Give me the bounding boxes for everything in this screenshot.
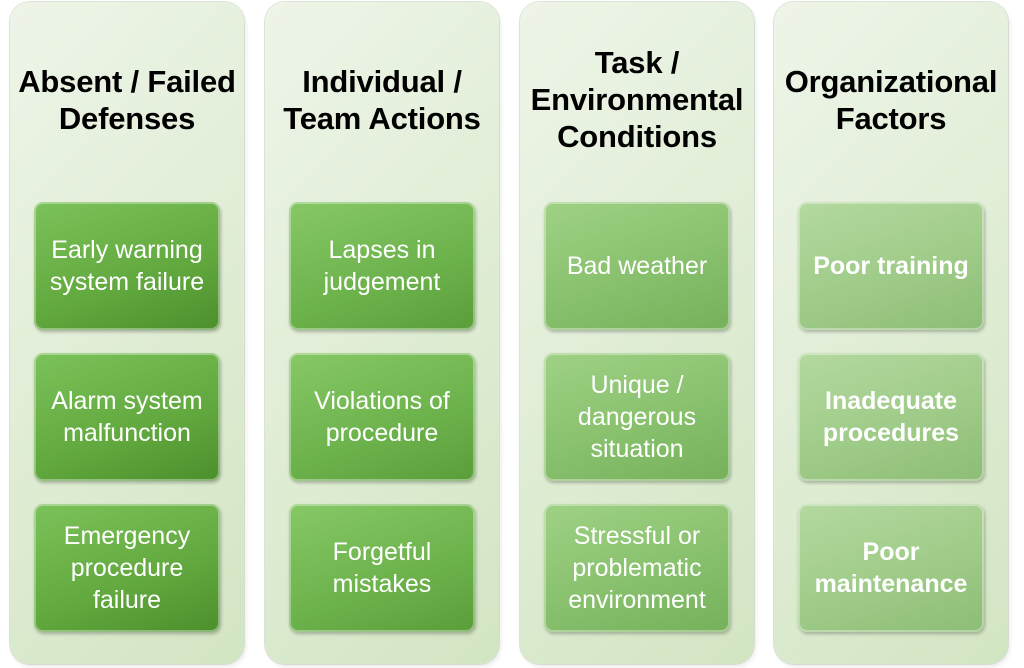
column-heading: Individual / Team Actions <box>283 64 481 136</box>
factor-box: Stressful or problematic environment <box>544 504 730 632</box>
factor-box: Lapses in judgement <box>289 202 475 330</box>
factor-box: Early warning system failure <box>34 202 220 330</box>
factor-box: Poor training <box>798 202 984 330</box>
factor-box: Violations of procedure <box>289 353 475 481</box>
factor-box: Inadequate procedures <box>798 353 984 481</box>
factor-box: Emergency procedure failure <box>34 504 220 632</box>
column-task-environmental-conditions: Task / Environmental Conditions Bad weat… <box>520 2 754 664</box>
factor-box: Poor maintenance <box>798 504 984 632</box>
column-heading: Absent / Failed Defenses <box>18 64 236 136</box>
factor-box: Alarm system malfunction <box>34 353 220 481</box>
factor-box: Forgetful mistakes <box>289 504 475 632</box>
factor-box: Unique / dangerous situation <box>544 353 730 481</box>
factor-box: Bad weather <box>544 202 730 330</box>
column-individual-team-actions: Individual / Team Actions Lapses in judg… <box>265 2 499 664</box>
column-heading: Task / Environmental Conditions <box>530 45 744 154</box>
column-absent-failed-defenses: Absent / Failed Defenses Early warning s… <box>10 2 244 664</box>
column-heading: Organizational Factors <box>784 64 998 136</box>
column-organizational-factors: Organizational Factors Poor training Ina… <box>774 2 1008 664</box>
